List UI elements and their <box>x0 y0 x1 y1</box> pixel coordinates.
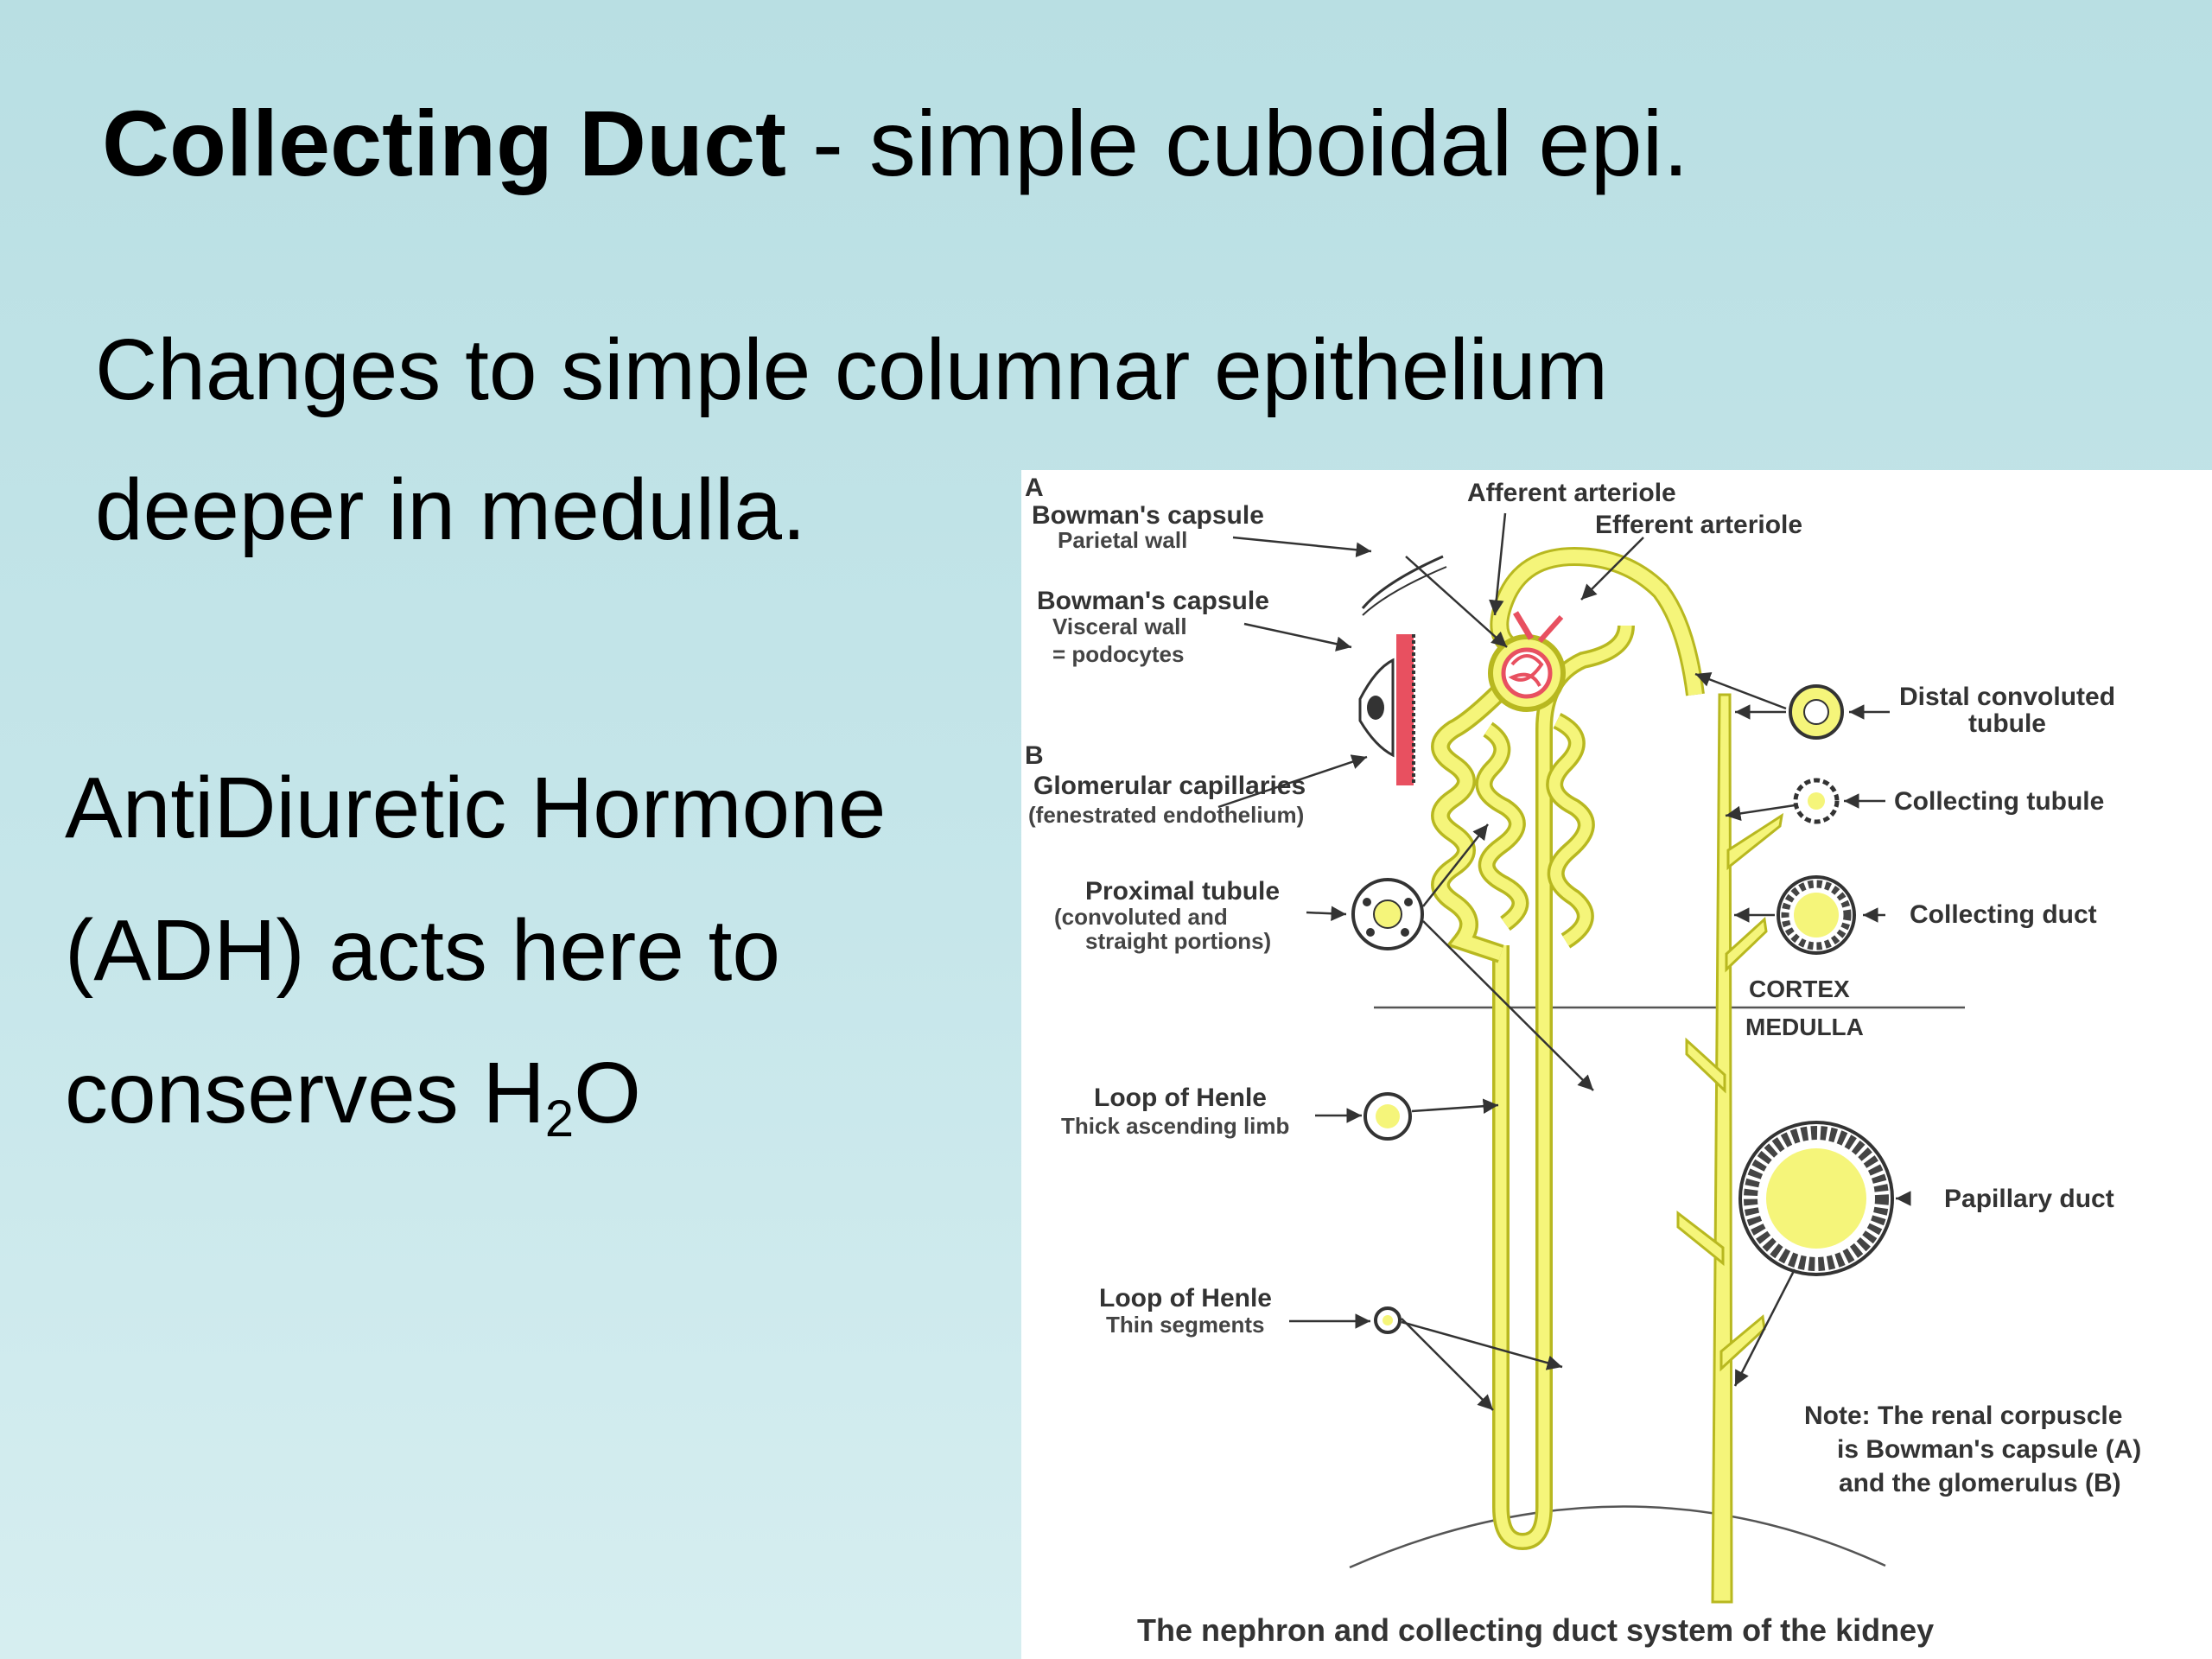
diagram-caption: The nephron and collecting duct system o… <box>1137 1612 1934 1648</box>
label-proximal-3: straight portions) <box>1085 928 1271 954</box>
label-b: B <box>1025 741 1044 770</box>
collecting-duct-system <box>1676 693 1784 1604</box>
label-loop-thick-1: Loop of Henle <box>1094 1084 1267 1112</box>
label-bowman-parietal-2: Parietal wall <box>1058 527 1187 553</box>
label-distal-2: tubule <box>1968 709 2046 738</box>
title-rest: - simple cuboidal epi. <box>786 91 1689 195</box>
label-medulla: MEDULLA <box>1745 1014 1864 1040</box>
adh-line-1: AntiDiuretic Hormone <box>65 760 887 856</box>
cross-section-papillary <box>1738 1121 1894 1276</box>
slide-title: Collecting Duct - simple cuboidal epi. <box>102 97 1689 190</box>
note-line-1: Note: The renal corpuscle <box>1804 1402 2122 1430</box>
label-collecting-tubule: Collecting tubule <box>1894 787 2104 816</box>
adh-line-2: (ADH) acts here to <box>65 902 781 999</box>
label-papillary: Papillary duct <box>1944 1185 2114 1213</box>
label-bowman-parietal-1: Bowman's capsule <box>1032 501 1264 530</box>
adh-subscript: 2 <box>544 1090 575 1147</box>
body-line-2: deeper in medulla. <box>95 461 806 558</box>
label-bowman-visceral-1: Bowman's capsule <box>1037 587 1269 615</box>
title-bold: Collecting Duct <box>102 91 787 195</box>
adh-line-3-post: O <box>574 1045 641 1141</box>
label-cortex: CORTEX <box>1749 976 1850 1002</box>
body-line-1: Changes to simple columnar epithelium <box>95 321 1608 418</box>
label-distal-1: Distal convoluted <box>1899 683 2115 711</box>
label-proximal-1: Proximal tubule <box>1085 877 1280 906</box>
cross-section-proximal <box>1351 878 1424 950</box>
papilla-outline <box>1349 1505 1886 1569</box>
label-loop-thin-1: Loop of Henle <box>1099 1284 1272 1313</box>
cross-section-collecting-duct <box>1777 875 1856 955</box>
cross-section-thick-limb <box>1363 1092 1412 1141</box>
label-loop-thick-2: Thick ascending limb <box>1061 1113 1289 1139</box>
note-line-2: is Bowman's capsule (A) <box>1837 1435 2141 1464</box>
capsule-detail <box>1358 555 1447 785</box>
cross-section-collecting-tubule <box>1793 778 1840 824</box>
label-loop-thin-2: Thin segments <box>1106 1312 1264 1338</box>
label-bowman-visceral-2: Visceral wall <box>1052 613 1187 639</box>
label-afferent: Afferent arteriole <box>1467 479 1676 507</box>
adh-line-3-pre: conserves H <box>65 1045 545 1141</box>
cross-section-distal <box>1789 684 1844 740</box>
label-bowman-visceral-3: = podocytes <box>1052 641 1184 667</box>
loop-of-henle <box>1492 625 1635 1551</box>
cross-section-thin-segment <box>1374 1306 1402 1334</box>
nephron-diagram-panel: A Bowman's capsule Parietal wall Bowman'… <box>1021 470 2212 1659</box>
nephron-diagram: A Bowman's capsule Parietal wall Bowman'… <box>1025 474 2141 1648</box>
label-a: A <box>1025 474 1044 502</box>
label-glomerular-2: (fenestrated endothelium) <box>1028 802 1304 828</box>
label-glomerular-1: Glomerular capillaries <box>1033 772 1306 800</box>
adh-line-3: conserves H2O <box>65 1050 641 1145</box>
renal-corpuscle <box>1488 611 1566 712</box>
note-line-3: and the glomerulus (B) <box>1839 1469 2121 1497</box>
label-collecting-duct: Collecting duct <box>1910 900 2097 929</box>
proximal-tubule <box>1431 679 1595 963</box>
label-proximal-2: (convoluted and <box>1054 904 1228 930</box>
label-efferent: Efferent arteriole <box>1595 511 1802 539</box>
leader-lines <box>1217 512 1911 1411</box>
